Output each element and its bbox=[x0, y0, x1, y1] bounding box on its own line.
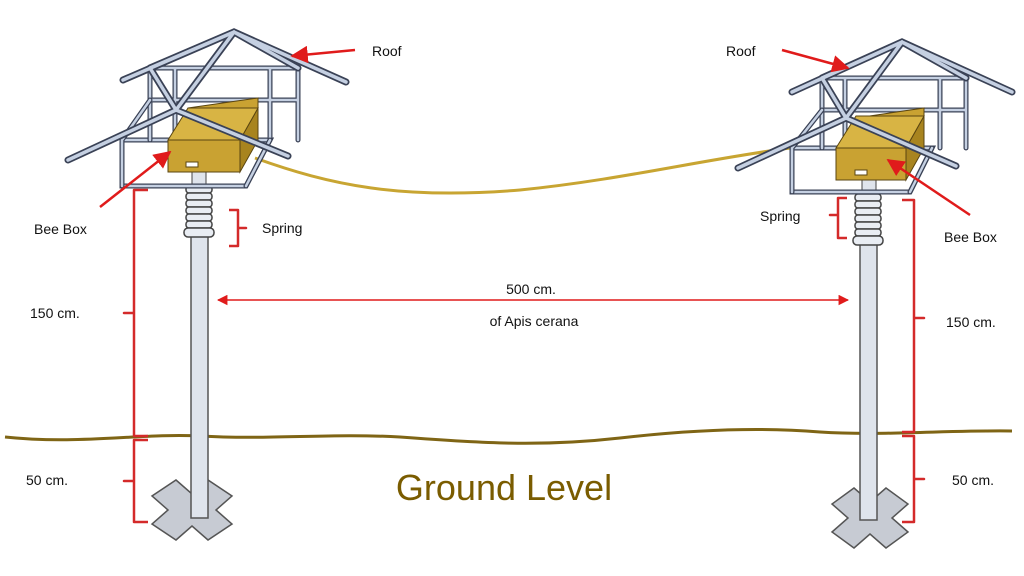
left-depth-label: 50 cm. bbox=[26, 472, 68, 488]
right-spring-label: Spring bbox=[760, 208, 800, 224]
left-bee-box-arrow bbox=[99, 150, 172, 208]
left-spring-bracket bbox=[229, 208, 248, 248]
left-roof-shape bbox=[64, 28, 350, 164]
left-bee-box-label: Bee Box bbox=[34, 221, 87, 237]
right-spring-coils bbox=[852, 193, 884, 246]
connecting-cable bbox=[254, 146, 791, 195]
left-roof-arrow bbox=[290, 45, 356, 64]
right-pole bbox=[859, 243, 878, 521]
right-depth-label: 50 cm. bbox=[952, 472, 994, 488]
right-bee-box-label: Bee Box bbox=[944, 229, 997, 245]
left-spring-label: Spring bbox=[262, 220, 302, 236]
right-spring-bracket bbox=[828, 196, 847, 240]
left-spring-coils bbox=[183, 185, 215, 238]
right-height-bracket bbox=[902, 198, 926, 434]
right-depth-bracket bbox=[902, 434, 926, 524]
left-height-label: 150 cm. bbox=[30, 305, 80, 321]
left-height-bracket bbox=[122, 188, 148, 438]
distance-label: 500 cm. bbox=[506, 281, 556, 297]
right-roof-shape bbox=[734, 38, 1016, 172]
left-depth-bracket bbox=[122, 438, 148, 524]
left-pole bbox=[190, 235, 209, 519]
right-bee-box-arrow bbox=[886, 158, 971, 217]
ground-level-label: Ground Level bbox=[396, 467, 612, 508]
right-hive bbox=[734, 38, 1016, 549]
left-roof-label: Roof bbox=[372, 43, 402, 59]
right-height-label: 150 cm. bbox=[946, 314, 996, 330]
right-roof-label: Roof bbox=[726, 43, 756, 59]
right-roof-arrow bbox=[781, 48, 850, 73]
left-hive bbox=[64, 28, 350, 541]
distance-sub-label: of Apis cerana bbox=[490, 313, 579, 329]
ground-line bbox=[4, 428, 1013, 445]
